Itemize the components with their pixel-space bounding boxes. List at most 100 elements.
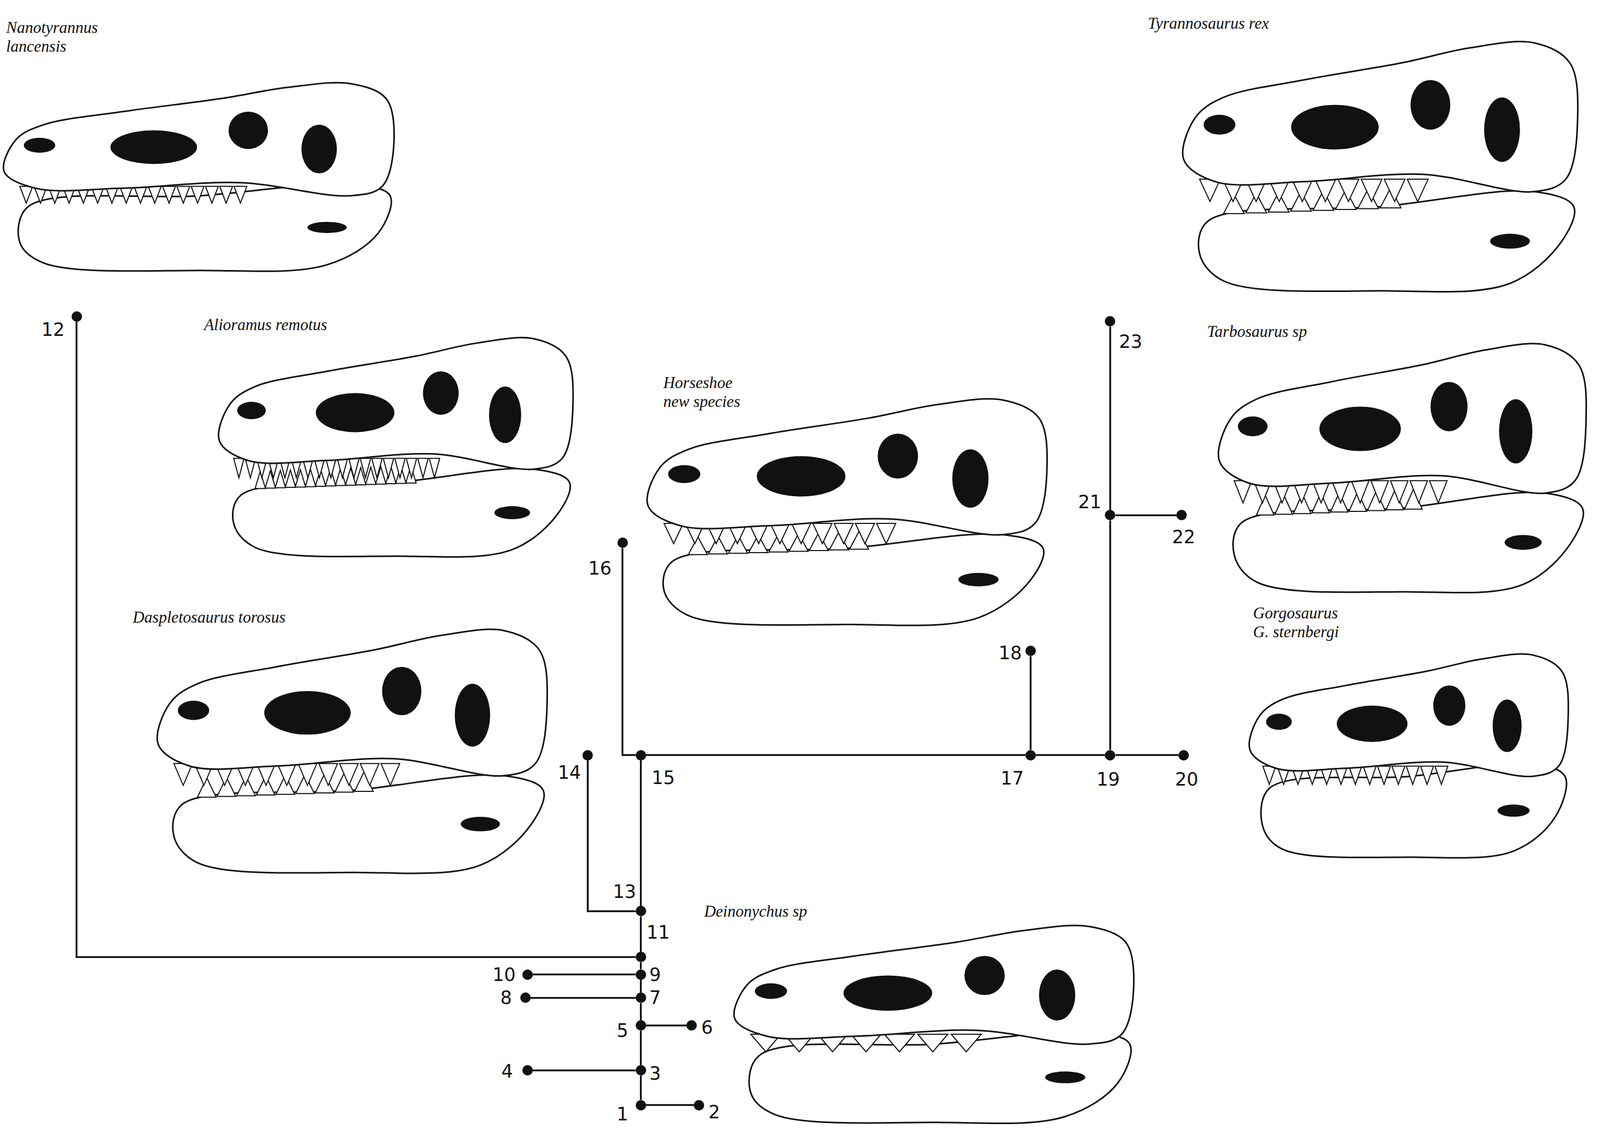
clade-branch (639, 979, 642, 994)
upper-tooth (1361, 179, 1383, 202)
fenestra (1045, 1071, 1086, 1084)
fenestra (24, 137, 56, 154)
upper-tooth (1406, 766, 1420, 785)
upper-tooth (1390, 480, 1409, 504)
clade-node: 12 (71, 311, 83, 322)
upper-tooth (770, 523, 790, 544)
lower-tooth (1256, 495, 1275, 516)
clade-node: 19 (1104, 750, 1116, 761)
fenestra (1410, 79, 1451, 130)
fenestra (1038, 969, 1076, 1021)
fenestra (316, 393, 395, 433)
fenestra (177, 700, 209, 720)
fenestra (307, 222, 347, 233)
fenestra (1504, 534, 1542, 550)
fenestra (843, 975, 933, 1011)
upper-tooth (191, 186, 205, 204)
upper-tooth (177, 186, 191, 204)
species-label: Deinonychus sp (704, 902, 808, 921)
fenestra (1490, 234, 1531, 249)
clade-node: 7 (635, 992, 647, 1003)
upper-tooth (1420, 766, 1434, 785)
upper-tooth (917, 1034, 949, 1053)
upper-tooth (339, 763, 359, 786)
upper-tooth (812, 523, 833, 544)
clade-branch (646, 1104, 694, 1107)
clade-branch (639, 1030, 642, 1066)
clade-node: 15 (635, 750, 647, 761)
clade-node: 8 (520, 992, 531, 1003)
species-label: Horseshoe new species (663, 373, 753, 411)
clade-node: 17 (1025, 750, 1036, 761)
node-number: 9 (649, 965, 661, 984)
fenestra (423, 371, 459, 415)
fenestra (964, 955, 1005, 996)
node-number: 2 (708, 1103, 720, 1122)
upper-tooth (1377, 766, 1391, 785)
clade-node: 23 (1104, 316, 1116, 327)
fenestra (668, 464, 701, 483)
fenestra (1492, 699, 1522, 753)
clade-node: 11 (635, 951, 647, 963)
clade-branch (1035, 754, 1105, 757)
upper-tooth (1370, 480, 1389, 504)
clade-node: 9 (635, 969, 647, 980)
species-label: Tyrannosaurus rex (1148, 14, 1270, 33)
upper-tooth (360, 458, 371, 478)
fenestra (1497, 804, 1531, 817)
species-label: Nanotyrannus lancensis (6, 18, 112, 56)
lower-jaw (18, 183, 392, 272)
clade-node: 6 (686, 1020, 697, 1031)
fenestra (494, 506, 530, 520)
lower-jaw (749, 1031, 1131, 1124)
lower-tooth (197, 777, 217, 798)
fenestra (110, 130, 197, 165)
clade-node: 2 (693, 1100, 705, 1111)
upper-tooth (298, 763, 318, 786)
upper-tooth (134, 186, 148, 204)
fenestra (1291, 104, 1380, 150)
clade-branch (1115, 514, 1177, 517)
clade-node: 14 (582, 750, 593, 761)
fenestra (301, 124, 337, 174)
upper-tooth (417, 458, 429, 478)
upper-tooth (337, 458, 348, 478)
upper-skull (1218, 343, 1586, 494)
clade-branch (639, 916, 642, 952)
species-label: Alioramus remotus (204, 315, 328, 335)
clade-branch (646, 1024, 687, 1027)
clade-branch (76, 321, 636, 958)
fenestra (754, 983, 788, 999)
clade-branch (1109, 520, 1112, 750)
upper-tooth (1363, 766, 1377, 785)
node-number: 13 (612, 882, 637, 902)
clade-branch (639, 962, 642, 969)
skull-drawing (3, 82, 395, 272)
node-number: 16 (588, 559, 612, 578)
node-number: 23 (1118, 332, 1143, 352)
upper-tooth (148, 186, 162, 204)
upper-tooth (406, 458, 417, 478)
fenestra (756, 456, 846, 497)
fenestra (877, 433, 918, 479)
upper-tooth (205, 186, 219, 204)
upper-tooth (1407, 179, 1429, 202)
fenestra (228, 111, 268, 149)
fenestra (1499, 399, 1533, 464)
node-number: 17 (1000, 769, 1025, 788)
clade-node: 20 (1178, 750, 1189, 761)
upper-tooth (360, 763, 380, 786)
upper-tooth (1409, 480, 1428, 504)
node-number: 7 (649, 988, 661, 1008)
upper-tooth (1348, 766, 1362, 785)
clade-branch (1029, 656, 1032, 750)
fenestra (460, 816, 500, 832)
upper-tooth (348, 458, 360, 478)
fenestra (1484, 97, 1521, 162)
skull-drawing (647, 398, 1048, 626)
clade-node: 22 (1176, 509, 1187, 521)
node-number: 10 (492, 965, 517, 984)
skull-drawing (1218, 343, 1586, 593)
